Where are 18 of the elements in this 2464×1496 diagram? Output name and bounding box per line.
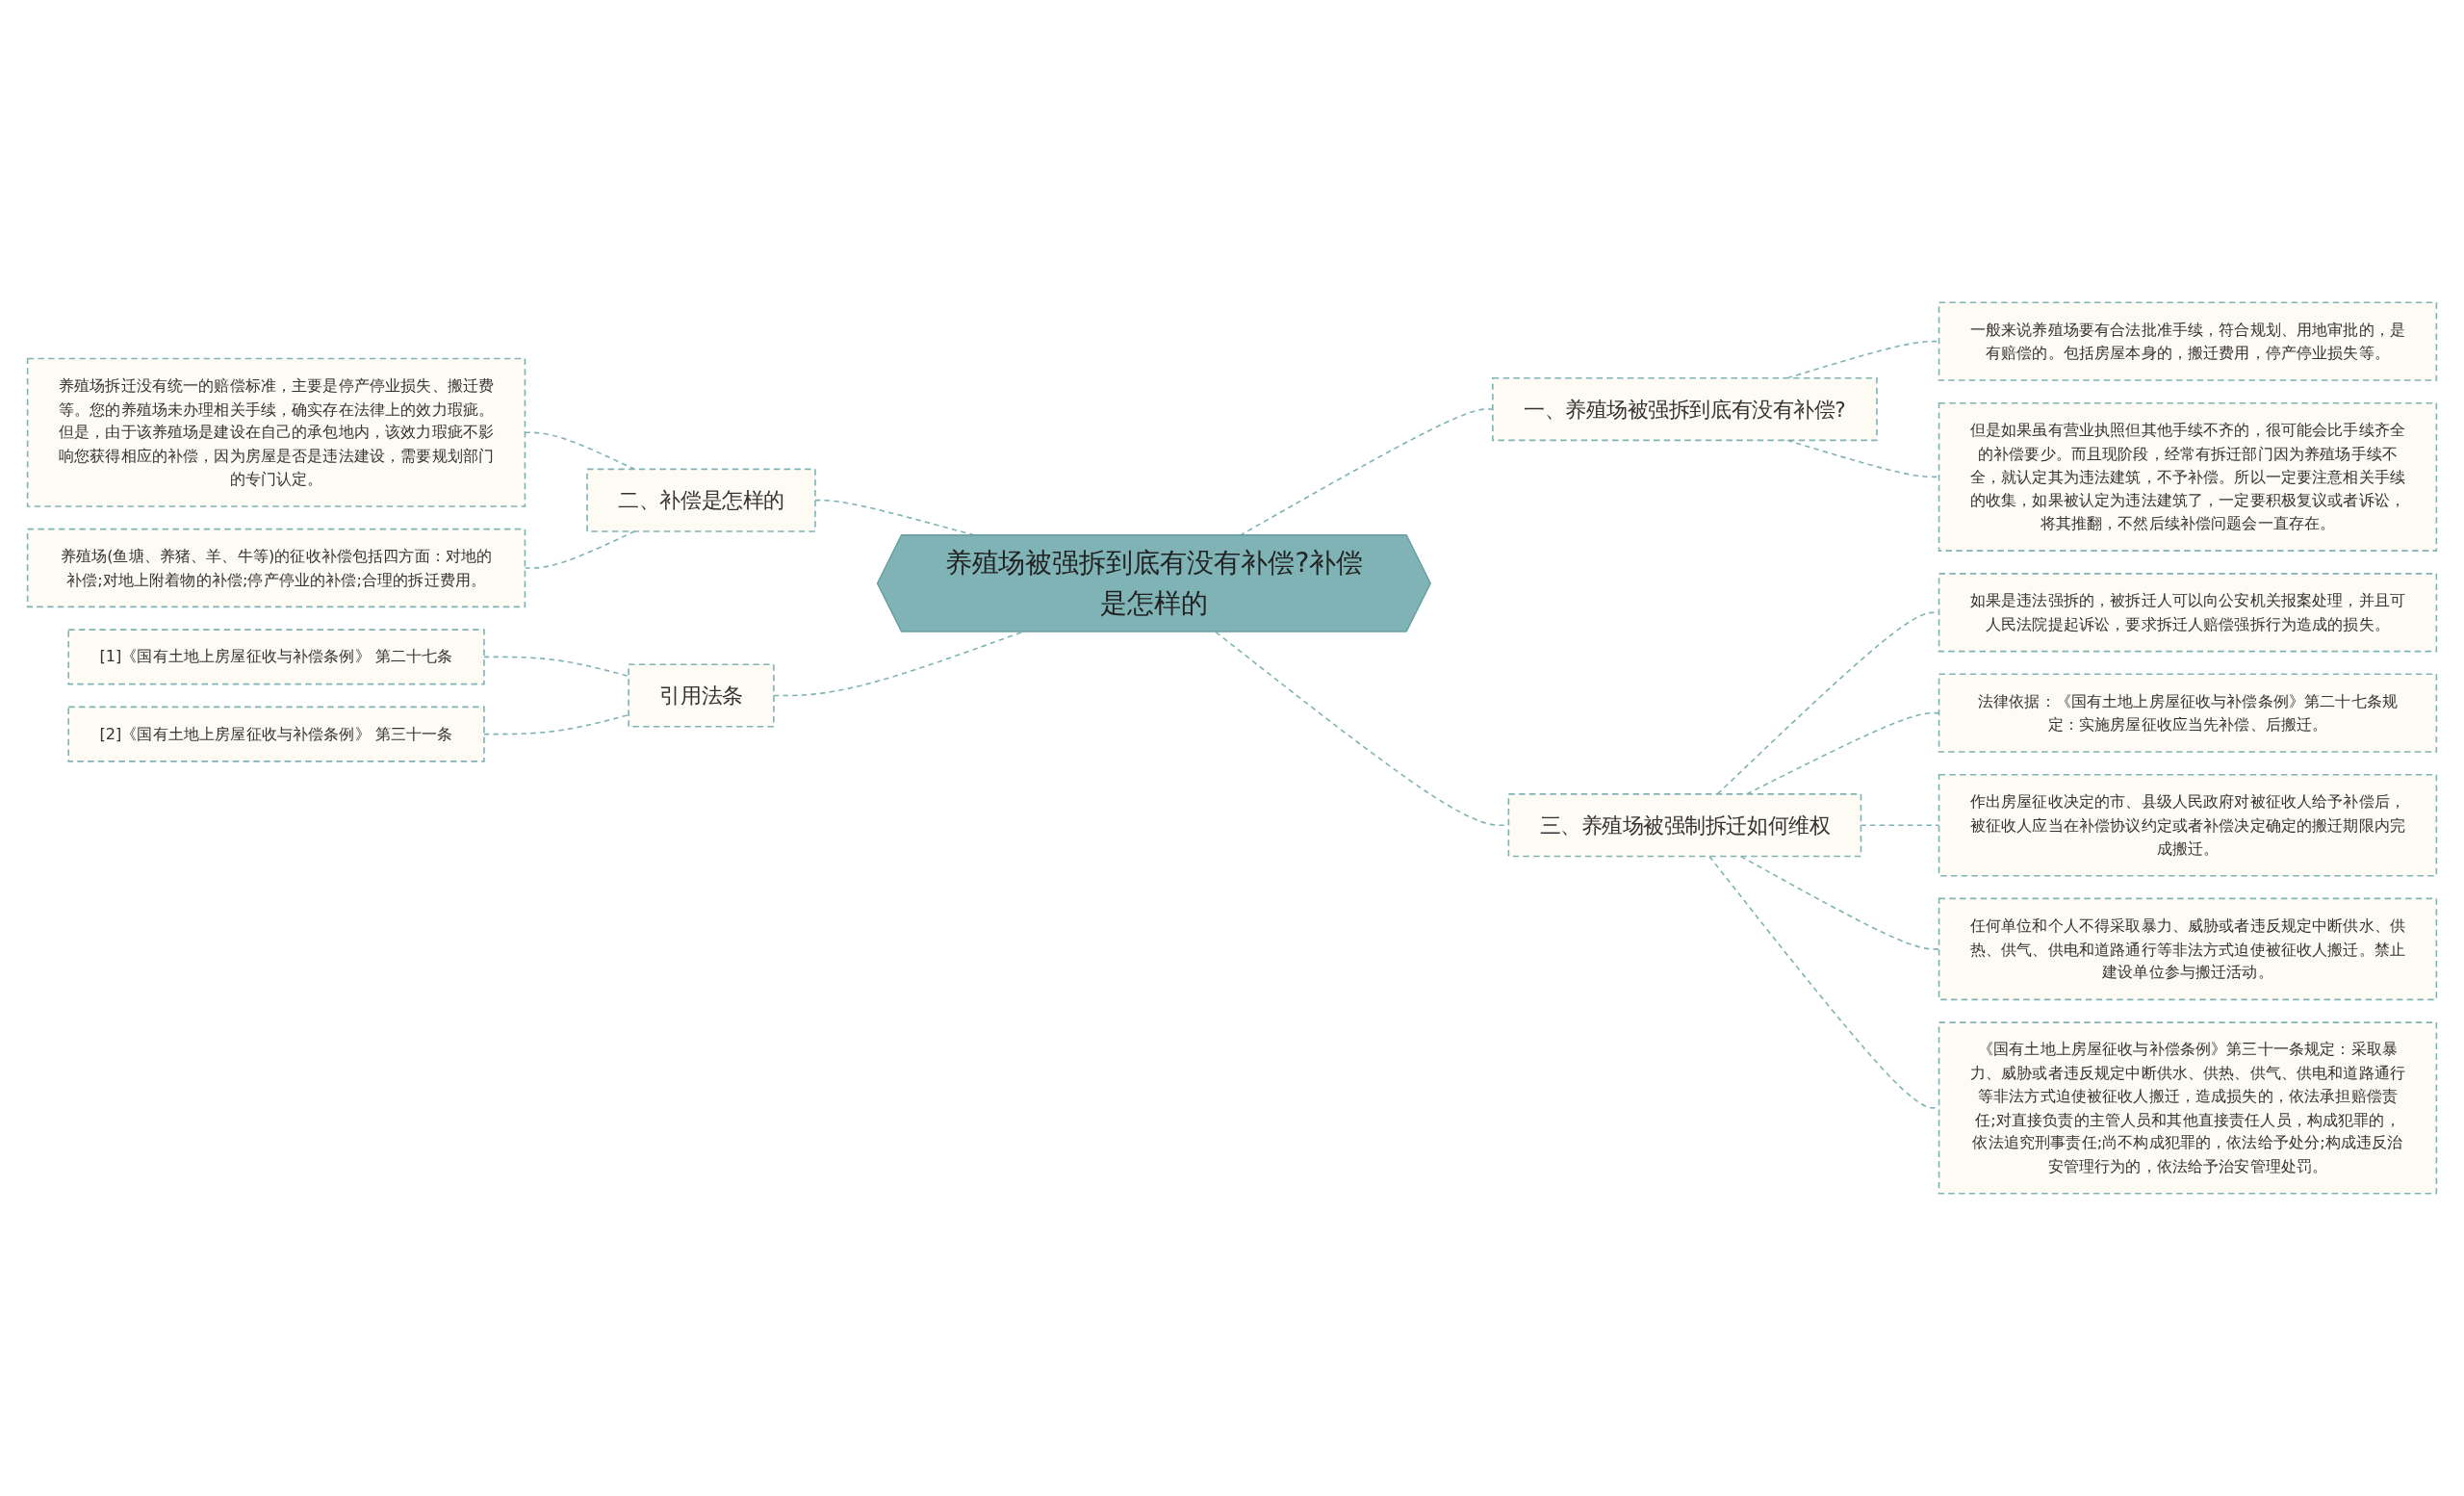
- node-box: [628, 663, 775, 728]
- connector: [773, 631, 1023, 697]
- connector: [483, 656, 629, 678]
- node-box: [26, 528, 526, 608]
- node-box: [26, 357, 526, 507]
- node-box: [1938, 401, 2438, 552]
- node-box: [1938, 773, 2438, 877]
- node-box: [1492, 376, 1878, 442]
- node-box: [1938, 573, 2438, 653]
- node-box: [1507, 793, 1862, 858]
- node-box: [67, 706, 485, 762]
- node-box: [67, 629, 485, 685]
- node-box: [586, 468, 816, 532]
- node-box: [1938, 301, 2438, 381]
- node-box: [1938, 673, 2438, 753]
- connector: [483, 713, 629, 735]
- node-box: [1938, 897, 2438, 1001]
- node-box: [1938, 1021, 2438, 1195]
